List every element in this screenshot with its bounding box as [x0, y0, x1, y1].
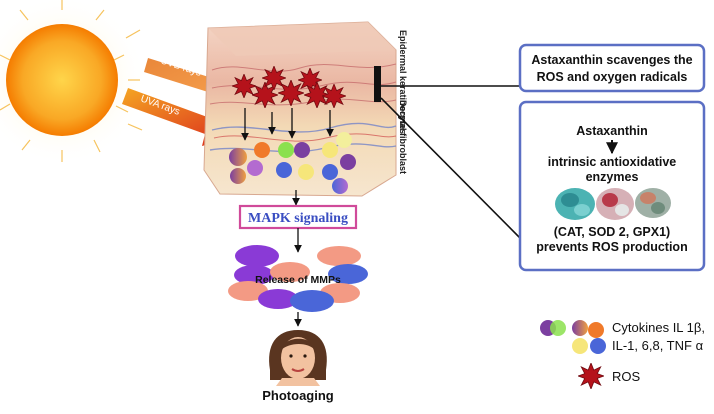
epidermal-label: Epidermal keratinocytes [398, 30, 408, 134]
mapk-box: MAPK signaling [238, 204, 358, 230]
enzyme-line-2: enzymes [586, 170, 639, 184]
enzyme-title: Astaxanthin [576, 124, 648, 138]
site-marker [374, 66, 381, 102]
connector-line-2 [380, 97, 521, 239]
sun-icon [0, 0, 147, 165]
face-icon [269, 330, 327, 386]
skin-block [203, 21, 397, 197]
legend-cytokines-line-1: Cytokines IL 1β, [612, 320, 705, 335]
scavenge-line-2: ROS and oxygen radicals [537, 70, 688, 84]
cytokine-balls [229, 132, 356, 194]
skin-arrows [241, 108, 334, 141]
enzyme-structures-icon [555, 188, 671, 220]
legend-ros-label: ROS [612, 369, 641, 384]
enzyme-line-1: intrinsic antioxidative [548, 155, 677, 169]
enzyme-line-4: prevents ROS production [536, 240, 687, 254]
legend-cytokines-line-2: IL-1, 6,8, TNF α [612, 338, 704, 353]
legend: Cytokines IL 1β, IL-1, 6,8, TNF α ROS [540, 320, 705, 389]
legend-ros-icon [578, 363, 604, 389]
mmps-label: Release of MMPs [255, 274, 341, 286]
photoaging-label: Photoaging [262, 388, 334, 403]
mapk-label: MAPK signaling [248, 211, 348, 226]
dermal-label: Dermal fibroblast [398, 100, 408, 174]
enzyme-line-3: (CAT, SOD 2, GPX1) [554, 225, 670, 239]
scavenge-line-1: Astaxanthin scavenges the [531, 53, 692, 67]
enzyme-box: Astaxanthin intrinsic antioxidative enzy… [518, 100, 706, 272]
legend-cytokine-icon [540, 320, 606, 354]
mmp-ellipses [228, 245, 368, 312]
scavenge-box: Astaxanthin scavenges the ROS and oxygen… [518, 43, 706, 93]
